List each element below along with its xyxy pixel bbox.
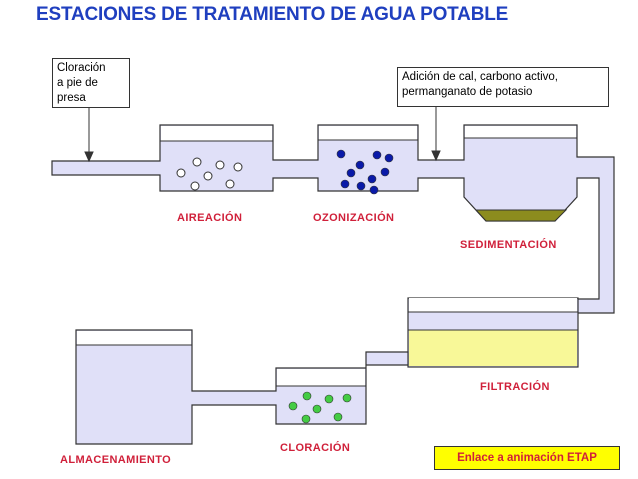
air-bubble [190, 181, 200, 191]
stage-label-sedimentation: SEDIMENTACIÓN [460, 239, 557, 251]
chlorine-particle [288, 401, 298, 411]
filtration-tank-top-gap [409, 298, 577, 312]
note-line: presa [57, 92, 86, 104]
storage-tank-headspace [77, 331, 191, 345]
air-bubble [176, 168, 186, 178]
ozone-particle [372, 150, 382, 160]
additives-arrow-head [431, 150, 441, 162]
ozone-particle [369, 185, 379, 195]
ozone-particle [340, 179, 350, 189]
aeration-bubbles [176, 157, 243, 191]
ozone-particle [380, 167, 390, 177]
etap-animation-link-button[interactable]: Enlace a animación ETAP [434, 446, 620, 470]
chlorine-particle [324, 394, 334, 404]
lower-water-channel [75, 329, 409, 445]
note-line: a pie de [57, 77, 98, 89]
chlorine-particle [301, 414, 311, 424]
sedimentation-sludge [474, 209, 568, 222]
chlorine-particle [342, 393, 352, 403]
filtration-media [409, 330, 577, 366]
chlorination-arrow-head [84, 151, 94, 163]
stage-label-aeration: AIREACIÓN [177, 212, 243, 224]
air-bubble [225, 179, 235, 189]
chlorination-at-source-note: Cloración a pie de presa [52, 58, 130, 108]
chlorine-particles [288, 391, 352, 424]
note-line: Adición de cal, carbono activo, [402, 71, 558, 83]
page-title: ESTACIONES DE TRATAMIENTO DE AGUA POTABL… [36, 4, 509, 25]
chlorine-particle [302, 391, 312, 401]
ozone-particle [355, 160, 365, 170]
stage-label-chlorination: CLORACIÓN [280, 442, 351, 454]
note-line: permanganato de potasio [402, 86, 533, 98]
additives-note: Adición de cal, carbono activo, permanga… [397, 67, 609, 107]
air-bubble [233, 162, 243, 172]
ozone-particles [336, 149, 394, 195]
chlorine-particle [333, 412, 343, 422]
ozone-particle [336, 149, 346, 159]
chlorination-tank-headspace [277, 369, 365, 386]
stage-label-filtration: FILTRACIÓN [480, 381, 550, 393]
upper-water-channel [51, 124, 615, 314]
sedimentation-tank-headspace [465, 126, 576, 138]
air-bubble [215, 160, 225, 170]
stage-label-storage: ALMACENAMIENTO [60, 454, 172, 466]
ozone-particle [346, 168, 356, 178]
chlorine-particle [312, 404, 322, 414]
ozone-particle [367, 174, 377, 184]
ozone-particle [356, 181, 366, 191]
aeration-tank-headspace [161, 126, 272, 141]
note-line: Cloración [57, 62, 106, 74]
air-bubble [192, 157, 202, 167]
ozonation-tank-headspace [319, 126, 417, 140]
stage-label-ozonation: OZONIZACIÓN [313, 212, 395, 224]
ozone-particle [384, 153, 394, 163]
dosing-arrows [84, 107, 441, 163]
air-bubble [203, 171, 213, 181]
